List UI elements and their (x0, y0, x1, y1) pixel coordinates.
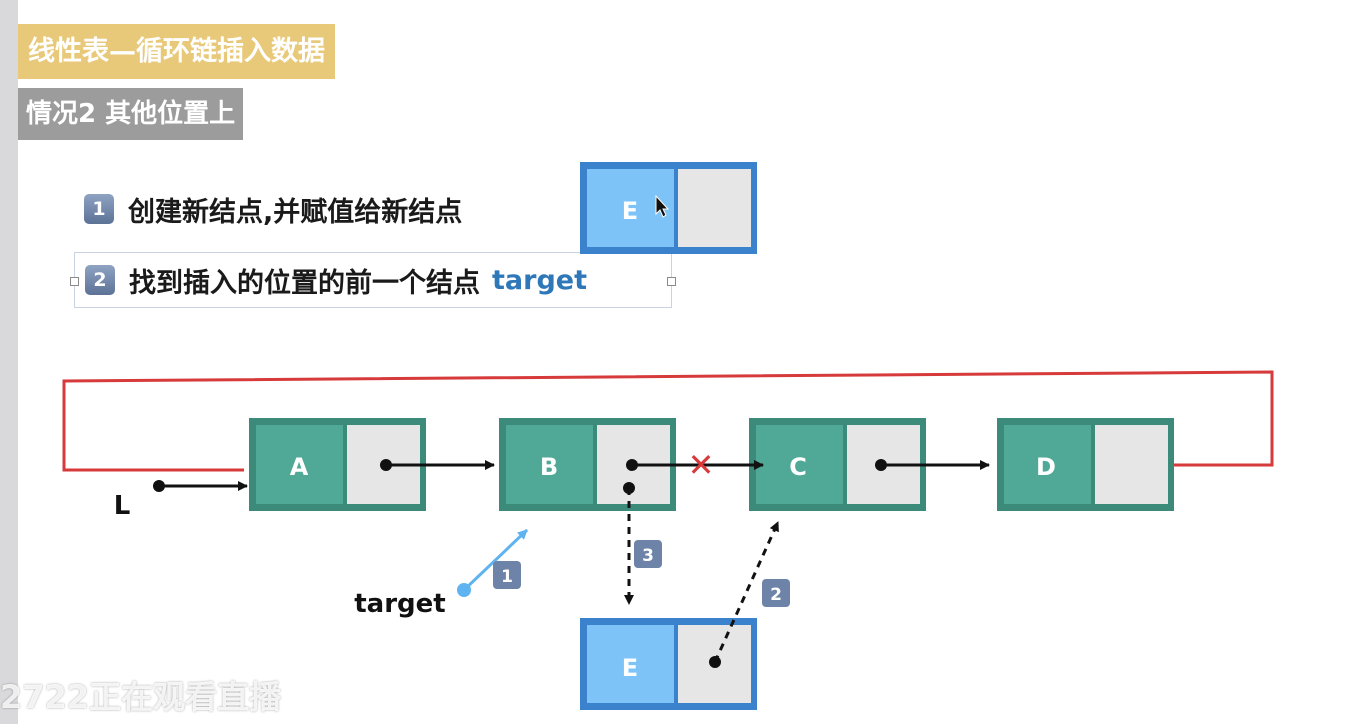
link-c-d (875, 459, 990, 471)
node-c-label: C (789, 453, 807, 481)
slide-title: 线性表—循环链插入数据 (18, 24, 335, 79)
link-b-c-removed: ✕ (626, 446, 764, 484)
left-edge-strip (0, 0, 18, 724)
step-2-keyword: target (492, 264, 587, 296)
mouse-cursor-icon (655, 194, 670, 218)
step-1: 1 创建新结点,并赋值给新结点 (84, 188, 462, 230)
step-2-textbox[interactable]: 2 找到插入的位置的前一个结点 target (70, 252, 676, 308)
new-node-top: E (580, 162, 757, 254)
link-b-e-dashed (623, 482, 635, 605)
arrow-badge-2-label: 2 (770, 585, 782, 605)
node-b-label: B (540, 453, 558, 481)
new-node-bottom: E (580, 618, 757, 710)
slide-subtitle: 情况2 其他位置上 (18, 88, 244, 140)
new-node-bottom-label: E (622, 654, 638, 682)
node-b: B (499, 418, 676, 511)
target-pointer: target (354, 528, 529, 619)
arrow-badge-3: 3 (634, 540, 662, 568)
target-label: target (354, 589, 445, 619)
head-pointer: L (114, 480, 248, 521)
resize-handle-left[interactable] (70, 277, 79, 286)
new-node-top-label: E (622, 197, 638, 225)
node-a-label: A (290, 453, 309, 481)
arrow-badge-3-label: 3 (642, 546, 654, 566)
link-a-b (380, 459, 495, 471)
step-2-number-badge: 2 (85, 265, 115, 295)
head-label: L (114, 491, 131, 521)
circular-link-line (62, 370, 1274, 472)
removed-link-mark: ✕ (688, 446, 715, 484)
step-1-text: 创建新结点,并赋值给新结点 (128, 196, 463, 228)
arrow-badge-1-label: 1 (501, 567, 513, 587)
live-viewers-watermark: 2722正在观看直播 (0, 678, 282, 716)
arrow-badge-1: 1 (493, 561, 521, 589)
resize-handle-right[interactable] (667, 277, 676, 286)
node-d: D (997, 418, 1174, 511)
step-1-number-badge: 1 (84, 194, 114, 224)
link-e-c-dashed (709, 521, 780, 668)
arrow-badge-2: 2 (762, 579, 790, 607)
step-2-text: 找到插入的位置的前一个结点 (129, 267, 480, 299)
node-d-label: D (1036, 453, 1056, 481)
